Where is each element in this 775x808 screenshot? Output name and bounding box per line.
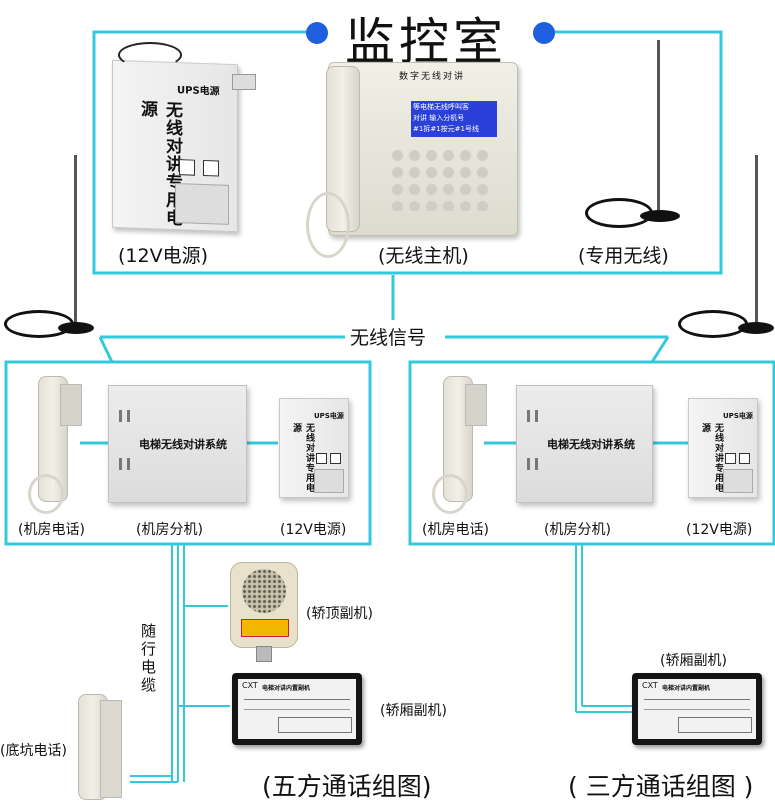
psu-spec-plate <box>723 469 753 493</box>
host-handset-cord <box>306 192 350 258</box>
antenna-cable-icon <box>585 198 653 228</box>
car-unit-title: 电梯对讲内置副机 <box>662 685 711 692</box>
speaker-grill <box>242 569 286 613</box>
monitor-psu-image: UPS电源 无线对讲专用电源 <box>112 59 238 233</box>
psu-symbol-icon <box>316 453 327 464</box>
unit-system-text: 电梯无线对讲系统 <box>139 438 227 451</box>
psu-symbol-icon <box>739 453 750 464</box>
cable-label: 随行电缆 <box>141 622 159 694</box>
psu-cord-icon <box>118 42 182 68</box>
left-room-phone-label: (机房电话) <box>18 522 85 538</box>
psu-brand-text: UPS电源 <box>314 412 344 420</box>
car-unit-line <box>244 699 350 700</box>
vent-slot <box>527 410 530 422</box>
car-unit-diagram <box>278 717 352 733</box>
vent-slot <box>535 458 538 470</box>
wireless-signal-label: 无线信号 <box>350 327 427 349</box>
right-room-unit-label: (机房分机) <box>544 522 611 538</box>
left-car-label: (轿厢副机) <box>380 703 447 719</box>
car-unit-brand: CXT <box>242 681 258 690</box>
title-dot-right <box>533 22 555 44</box>
psu-symbol-icon <box>179 159 195 176</box>
psu-vertical-text: 无线对讲专用电源 <box>291 423 314 493</box>
psu-spec-plate <box>175 183 229 225</box>
car-unit-line <box>644 699 750 700</box>
psu-spec-plate <box>314 469 344 493</box>
vent-slot <box>535 410 538 422</box>
car-unit-panel: CXT 电梯对讲内置副机 <box>238 679 356 739</box>
left-psu-image: UPS电源 无线对讲专用电源 <box>279 398 349 498</box>
cable-label-text: 随行电缆 <box>141 622 157 694</box>
left-room-unit-image: 电梯无线对讲系统 <box>108 385 247 503</box>
lcd-line: 等电梯无线呼叫客 <box>413 103 469 111</box>
phone-cord <box>432 474 468 514</box>
psu-symbol-icon <box>330 453 341 464</box>
vent-slot <box>127 458 130 470</box>
vent-slot <box>119 410 122 422</box>
right-psu-image: UPS电源 无线对讲专用电源 <box>688 398 758 498</box>
monitor-psu-label: (12V电源) <box>118 245 208 267</box>
car-unit-brand: CXT <box>642 681 658 690</box>
phone-cradle <box>60 384 82 426</box>
car-unit-line <box>644 709 750 710</box>
car-unit-line <box>244 709 350 710</box>
side-antenna-left <box>74 155 77 325</box>
antenna-base-icon <box>58 322 94 334</box>
left-caption: (五方通话组图) <box>262 772 432 801</box>
unit-system-text: 电梯无线对讲系统 <box>547 438 635 451</box>
lcd-line: 对讲 输入分机号 <box>413 114 465 122</box>
right-room-unit-image: 电梯无线对讲系统 <box>516 385 653 503</box>
car-unit-panel: CXT 电梯对讲内置副机 <box>638 679 756 739</box>
phone-cradle <box>100 700 122 798</box>
lcd-line: #1拆#1按元#1号线 <box>413 125 479 133</box>
psu-vertical-text: 无线对讲专用电源 <box>700 423 723 493</box>
side-antenna-right <box>755 155 758 325</box>
left-room-unit-label: (机房分机) <box>136 522 203 538</box>
monitor-antenna-image <box>657 40 660 215</box>
right-caption: ( 三方通话组图 ) <box>568 772 754 801</box>
top-car-unit-image <box>230 562 298 648</box>
psu-plug-icon <box>232 74 256 90</box>
title-dot-left <box>306 22 328 44</box>
psu-brand-text: UPS电源 <box>177 85 220 98</box>
left-car-unit-image: CXT 电梯对讲内置副机 <box>232 673 362 745</box>
monitor-antenna-label: (专用无线) <box>578 245 669 267</box>
page-title: 监控室 <box>345 13 507 71</box>
vent-slot <box>527 458 530 470</box>
warning-label <box>241 619 289 637</box>
phone-cradle <box>465 384 487 426</box>
vent-slot <box>127 410 130 422</box>
antenna-cable-icon <box>678 310 748 338</box>
car-unit-diagram <box>678 717 752 733</box>
psu-brand-text: UPS电源 <box>723 412 753 420</box>
right-room-phone-label: (机房电话) <box>422 522 489 538</box>
psu-symbol-icon <box>203 159 219 177</box>
left-psu-label: (12V电源) <box>280 522 347 538</box>
car-unit-title: 电梯对讲内置副机 <box>262 685 311 692</box>
top-car-connector <box>256 646 272 662</box>
top-car-label: (轿顶副机) <box>306 606 373 622</box>
antenna-base-icon <box>738 322 774 334</box>
right-psu-label: (12V电源) <box>686 522 753 538</box>
right-car-label: (轿厢副机) <box>660 653 727 669</box>
host-keypad <box>389 147 493 211</box>
host-lcd-screen: 等电梯无线呼叫客 对讲 输入分机号 #1拆#1按元#1号线 <box>411 101 497 137</box>
vent-slot <box>119 458 122 470</box>
host-header-text: 数字无线对讲 <box>399 72 466 82</box>
right-car-unit-image: CXT 电梯对讲内置副机 <box>632 673 762 745</box>
phone-cord <box>28 474 64 514</box>
host-label: (无线主机) <box>378 245 469 267</box>
psu-symbol-icon <box>725 453 736 464</box>
pit-phone-label: (底坑电话) <box>0 743 67 759</box>
